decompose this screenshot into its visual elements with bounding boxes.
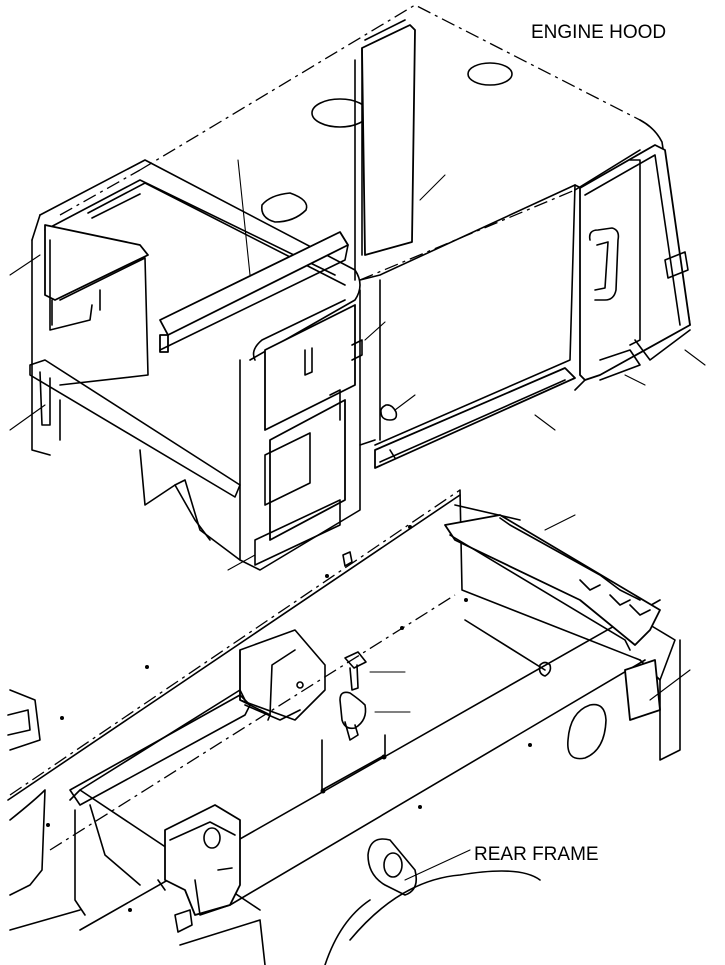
insulation-pad-left-upper <box>44 224 149 301</box>
lifting-eye <box>367 838 418 896</box>
small-pad-right <box>624 659 661 721</box>
knob <box>380 404 398 421</box>
insulation-pad-front-upper <box>264 304 356 431</box>
leader-line <box>237 159 251 276</box>
engine-hood <box>9 4 706 571</box>
side-door-panel <box>579 144 691 381</box>
clamp <box>339 691 367 730</box>
channel-rail <box>69 694 251 806</box>
rear-frame <box>7 489 691 965</box>
bolt <box>344 651 367 669</box>
insulation-pad-front-lower <box>269 399 346 541</box>
lower-rail-left <box>29 359 241 498</box>
roof-opening-1 <box>311 98 369 128</box>
roof-opening-2 <box>467 62 513 86</box>
rear-frame-label: REAR FRAME <box>474 844 599 865</box>
hitch-bracket <box>164 804 241 916</box>
small-clip <box>174 909 193 933</box>
insulation-strip-door-bottom <box>374 367 576 469</box>
frame-hole <box>567 703 607 760</box>
insulation-pad-center-vertical <box>361 24 416 256</box>
engine-hood-label: ENGINE HOOD <box>531 22 667 43</box>
roof-opening-3 <box>260 192 308 223</box>
